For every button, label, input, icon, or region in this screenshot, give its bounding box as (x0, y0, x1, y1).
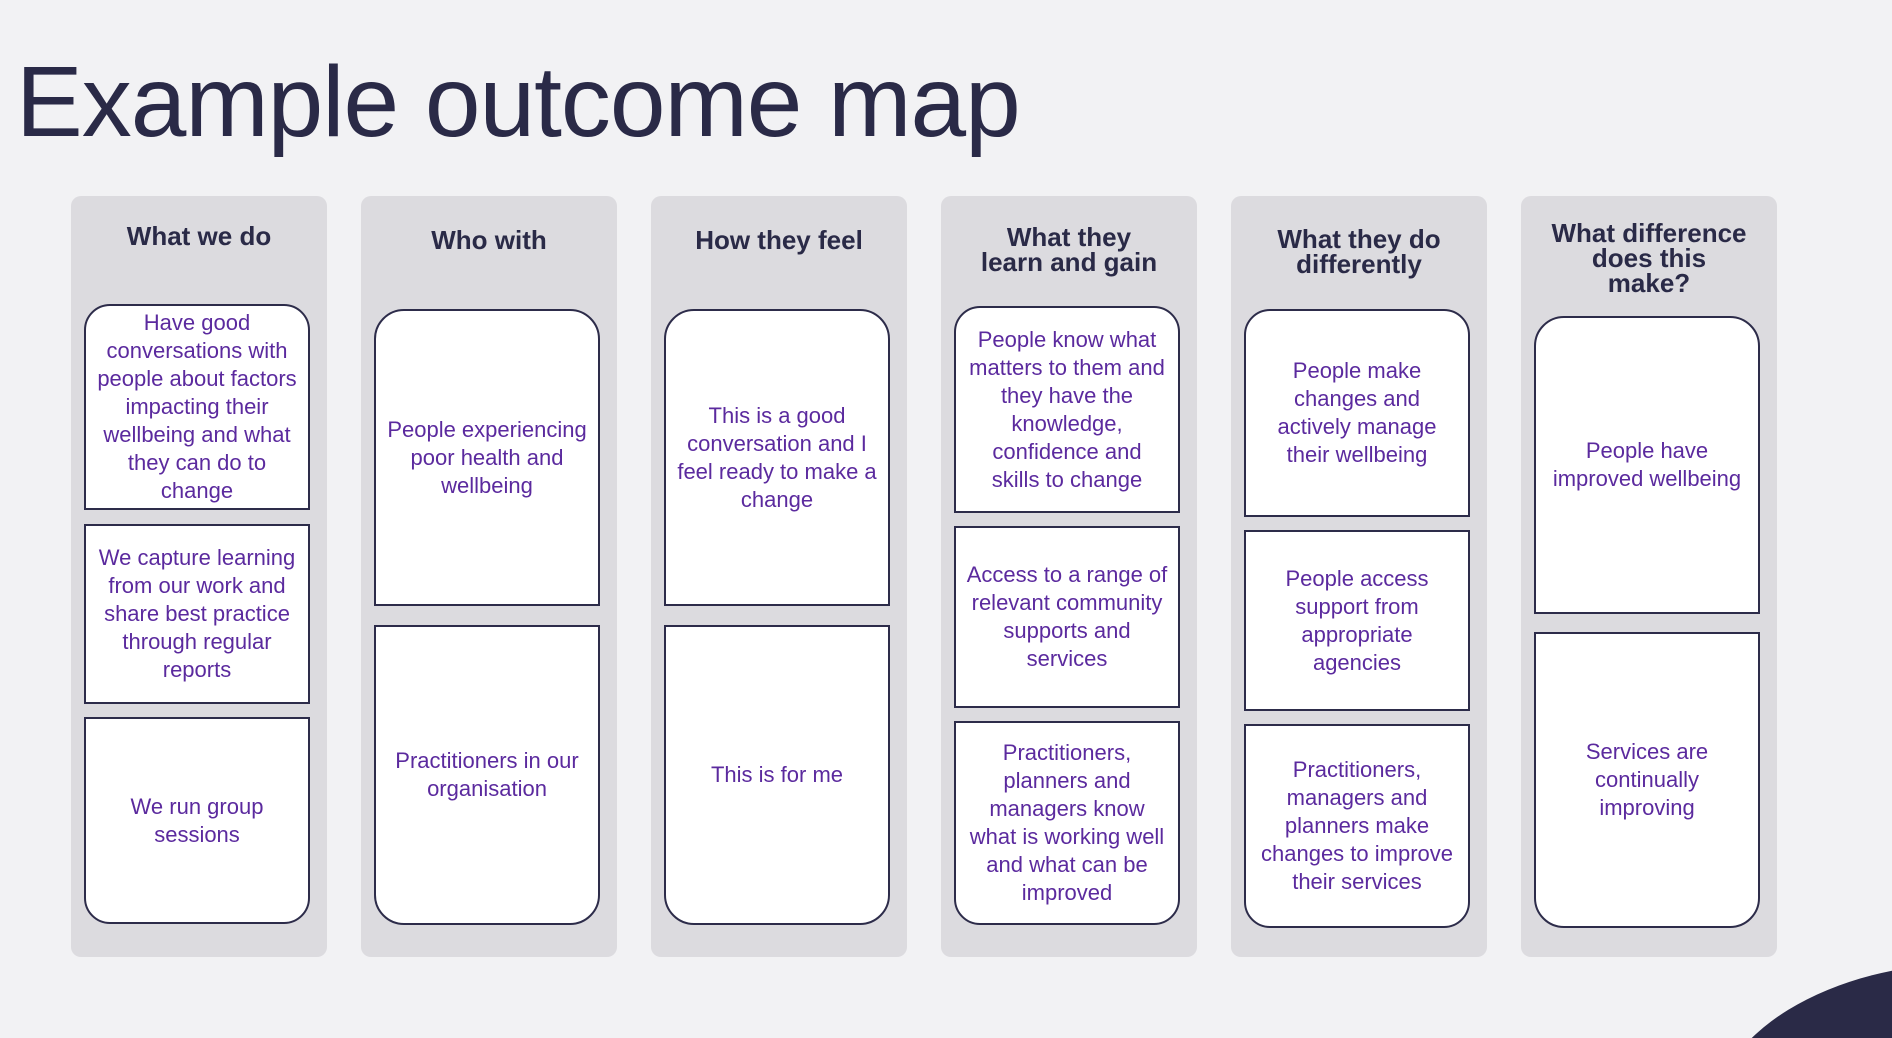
outcome-box: We capture learning from our work and sh… (84, 524, 310, 704)
column-header: How they feel (695, 224, 863, 255)
outcome-box: People experiencing poor health and well… (374, 309, 600, 606)
outcome-box: This is a good conversation and I feel r… (664, 309, 890, 606)
column-what-we-do: What we do Have good conversations with … (71, 196, 327, 957)
column-header: What they do differently (1277, 224, 1441, 279)
outcome-box: People know what matters to them and the… (954, 306, 1180, 513)
column-header: What difference does this make? (1551, 217, 1747, 298)
page-title: Example outcome map (16, 46, 1021, 158)
column-what-they-learn-and-gain: What they learn and gain People know wha… (941, 196, 1197, 957)
outcome-box: We run group sessions (84, 717, 310, 924)
outcome-box: People make changes and actively manage … (1244, 309, 1470, 517)
column-how-they-feel: How they feel This is a good conversatio… (651, 196, 907, 957)
column-header: What they learn and gain (980, 222, 1158, 277)
outcome-box: People have improved wellbeing (1534, 316, 1760, 614)
column-header: Who with (431, 224, 547, 255)
outcome-box: Have good conversations with people abou… (84, 304, 310, 510)
outcome-box: Practitioners, managers and planners mak… (1244, 724, 1470, 928)
outcome-box: Access to a range of relevant community … (954, 526, 1180, 708)
outcome-box: Practitioners in our organisation (374, 625, 600, 925)
outcome-box: Practitioners, planners and managers kno… (954, 721, 1180, 925)
decorative-corner-shape (1712, 963, 1892, 1038)
column-what-they-do-differently: What they do differently People make cha… (1231, 196, 1487, 957)
column-header: What we do (126, 220, 272, 251)
outcome-box: This is for me (664, 625, 890, 925)
outcome-box: Services are continually improving (1534, 632, 1760, 928)
column-who-with: Who with People experiencing poor health… (361, 196, 617, 957)
column-what-difference-does-this-make: What difference does this make? People h… (1521, 196, 1777, 957)
outcome-box: People access support from appropriate a… (1244, 530, 1470, 711)
